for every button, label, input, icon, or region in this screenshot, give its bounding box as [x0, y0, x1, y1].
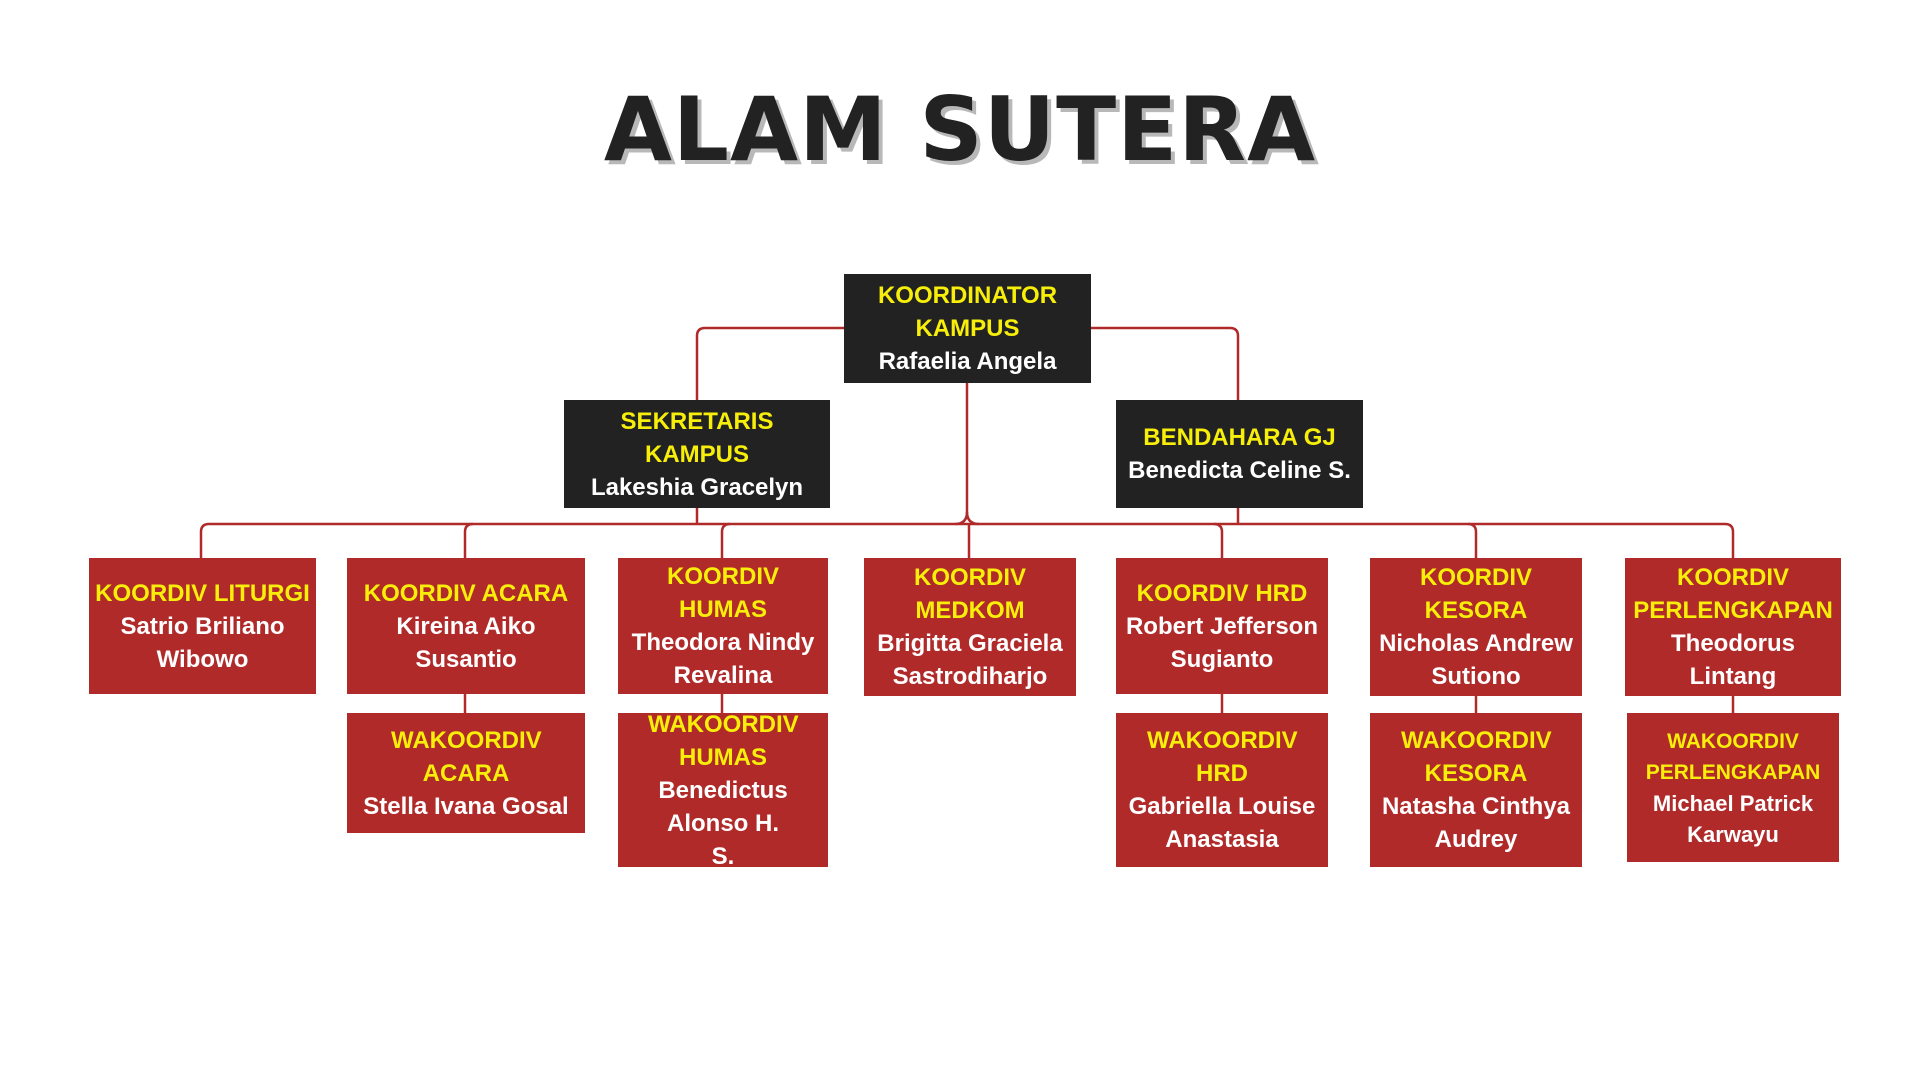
node-role: KOORDIV PERLENGKAPAN: [1633, 564, 1833, 624]
node-role: KOORDIV MEDKOM: [913, 564, 1026, 624]
node-name: Benedicta Celine S.: [1128, 457, 1351, 484]
node-koordiv-kesora: KOORDIV KESORA Nicholas Andrew Sutiono: [1370, 558, 1582, 696]
node-wakoordiv-hrd: WAKOORDIV HRD Gabriella Louise Anastasia: [1116, 713, 1328, 867]
node-name: Robert Jefferson Sugianto: [1125, 612, 1319, 673]
node-koordiv-liturgi: KOORDIV LITURGI Satrio Briliano Wibowo: [89, 558, 316, 694]
connector-drop-acara: [463, 522, 474, 558]
node-wakoordiv-humas: WAKOORDIV HUMAS Benedictus Alonso H. S.: [618, 711, 828, 870]
node-role: SEKRETARIS KAMPUS: [620, 407, 774, 468]
page-title: ALAM SUTERA: [603, 78, 1317, 181]
node-name: Kireina Aiko Susantio: [396, 612, 536, 673]
node-role: WAKOORDIV HUMAS: [648, 710, 799, 771]
node-role: WAKOORDIV HRD: [1147, 727, 1298, 787]
node-wakoordiv-kesora: WAKOORDIV KESORA Natasha Cinthya Audrey: [1370, 713, 1582, 867]
connector-drop-humas: [720, 522, 731, 558]
node-name: Nicholas Andrew Sutiono: [1379, 630, 1573, 690]
node-name: Rafaelia Angela: [878, 348, 1057, 375]
node-role: WAKOORDIV ACARA: [391, 726, 542, 787]
node-role: KOORDIV HRD: [1136, 579, 1308, 607]
node-role: KOORDINATOR KAMPUS: [877, 282, 1058, 342]
node-koordinator-kampus: KOORDINATOR KAMPUS Rafaelia Angela: [844, 274, 1091, 383]
node-role: WAKOORDIV KESORA: [1401, 727, 1552, 787]
connector-trunk-right: [965, 511, 980, 526]
connector-drop-kesora: [1467, 522, 1478, 558]
node-bendahara-gj: BENDAHARA GJ Benedicta Celine S.: [1116, 400, 1363, 508]
node-name: Natasha Cinthya Audrey: [1381, 793, 1571, 853]
node-name: Gabriella Louise Anastasia: [1128, 793, 1316, 853]
node-name: Brigitta Graciela Sastrodiharjo: [877, 630, 1063, 690]
connector-to-sekretaris: [695, 326, 845, 400]
node-name: Satrio Briliano Wibowo: [120, 612, 285, 673]
node-name: Lakeshia Gracelyn: [590, 473, 804, 501]
node-wakoordiv-perlengkapan: WAKOORDIV PERLENGKAPAN Michael Patrick K…: [1627, 713, 1839, 862]
node-role: WAKOORDIV PERLENGKAPAN: [1645, 729, 1821, 784]
connector-to-bendahara: [1090, 326, 1240, 400]
node-role: KOORDIV LITURGI: [95, 579, 310, 607]
node-name: Theodora Nindy Revalina: [631, 629, 815, 689]
node-name: Michael Patrick Karwayu: [1652, 790, 1814, 847]
node-wakoordiv-acara: WAKOORDIV ACARA Stella Ivana Gosal: [347, 713, 585, 833]
node-koordiv-acara: KOORDIV ACARA Kireina Aiko Susantio: [347, 558, 585, 694]
node-role: KOORDIV KESORA: [1419, 564, 1532, 624]
node-koordiv-hrd: KOORDIV HRD Robert Jefferson Sugianto: [1116, 558, 1328, 694]
node-role: KOORDIV HUMAS: [666, 563, 779, 623]
node-sekretaris-kampus: SEKRETARIS KAMPUS Lakeshia Gracelyn: [564, 400, 830, 508]
node-role: KOORDIV ACARA: [363, 579, 569, 607]
connector-trunk: [954, 383, 969, 526]
node-name: Benedictus Alonso H. S.: [658, 776, 788, 870]
node-koordiv-humas: KOORDIV HUMAS Theodora Nindy Revalina: [618, 558, 828, 694]
connector-bus: [199, 522, 1735, 558]
node-name: Theodorus Lintang: [1671, 630, 1795, 690]
connector-drop-hrd: [1213, 522, 1224, 558]
node-koordiv-medkom: KOORDIV MEDKOM Brigitta Graciela Sastrod…: [864, 558, 1076, 696]
node-koordiv-perlengkapan: KOORDIV PERLENGKAPAN Theodorus Lintang: [1625, 558, 1841, 696]
node-role: BENDAHARA GJ: [1143, 424, 1336, 451]
node-name: Stella Ivana Gosal: [363, 792, 569, 820]
